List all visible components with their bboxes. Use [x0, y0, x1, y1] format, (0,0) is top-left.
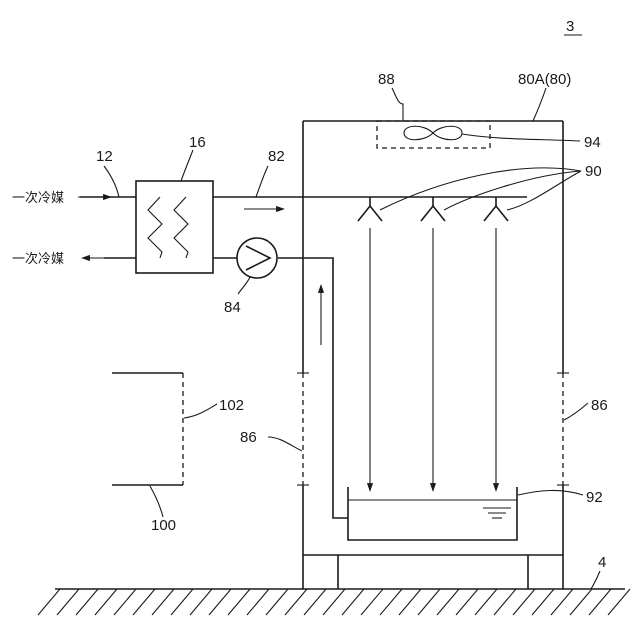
hatch-line [152, 589, 174, 615]
louver-right [557, 373, 569, 485]
hatch-line [418, 589, 440, 615]
hatch-line [361, 589, 383, 615]
ground-floor [38, 589, 630, 615]
hatch-line [209, 589, 231, 615]
hatch-line [323, 589, 345, 615]
label-86-right: 86 [591, 397, 608, 414]
hatch-line [95, 589, 117, 615]
hatch-line [570, 589, 592, 615]
leader-lines [104, 88, 600, 589]
figure-number: 3 [566, 18, 574, 35]
hatch-line [57, 589, 79, 615]
hatch-line [608, 589, 630, 615]
fan-housing [377, 121, 490, 148]
label-88: 88 [378, 71, 395, 88]
return-pipe [278, 258, 348, 518]
hatch-line [399, 589, 421, 615]
leader-92 [518, 490, 583, 495]
leader-88 [392, 88, 403, 121]
hatch-line [551, 589, 573, 615]
spray-nozzle [484, 197, 508, 221]
water-basin [348, 487, 517, 540]
hatch-line [171, 589, 193, 615]
label-86-left: 86 [240, 429, 257, 446]
leader-86-right [564, 403, 588, 420]
leader-100 [150, 486, 163, 517]
label-90: 90 [585, 163, 602, 180]
building-wall [112, 373, 183, 485]
leader-80A [533, 88, 546, 121]
label-82: 82 [268, 148, 285, 165]
label-4: 4 [598, 554, 606, 571]
hatch-line [38, 589, 60, 615]
leader-90 [444, 171, 581, 210]
label-12: 12 [96, 148, 113, 165]
label-92: 92 [586, 489, 603, 506]
label-100: 100 [151, 517, 176, 534]
label-94: 94 [584, 134, 601, 151]
hatch-line [513, 589, 535, 615]
louver-left [297, 373, 309, 485]
fan-icon [404, 126, 462, 140]
label-16: 16 [189, 134, 206, 151]
primary-refrigerant-in-label: 一次冷媒 [12, 190, 64, 206]
hatch-line [589, 589, 611, 615]
hatch-line [437, 589, 459, 615]
hatch-line [247, 589, 269, 615]
hatch-line [475, 589, 497, 615]
hatch-line [114, 589, 136, 615]
spray-nozzle [358, 197, 382, 221]
hatch-line [76, 589, 98, 615]
hatch-line [304, 589, 326, 615]
hatch-line [285, 589, 307, 615]
leader-82 [256, 166, 268, 197]
hatch-line [133, 589, 155, 615]
hatch-line [342, 589, 364, 615]
leader-86-left [268, 437, 302, 451]
label-80A: 80A(80) [518, 71, 571, 88]
hatch-line [190, 589, 212, 615]
heat-exchanger [136, 181, 213, 273]
hatch-line [494, 589, 516, 615]
label-84: 84 [224, 299, 241, 316]
hatch-line [266, 589, 288, 615]
hatch-line [532, 589, 554, 615]
leader-84 [238, 277, 250, 294]
leader-12 [104, 166, 119, 197]
hatch-line [380, 589, 402, 615]
spray-nozzle [421, 197, 445, 221]
hatch-line [228, 589, 250, 615]
leader-102 [184, 404, 217, 418]
hatch-line [456, 589, 478, 615]
leader-4 [591, 571, 600, 589]
primary-refrigerant-out-label: 一次冷媒 [12, 251, 64, 267]
leader-16 [181, 150, 193, 181]
pump-icon [237, 238, 277, 278]
label-102: 102 [219, 397, 244, 414]
